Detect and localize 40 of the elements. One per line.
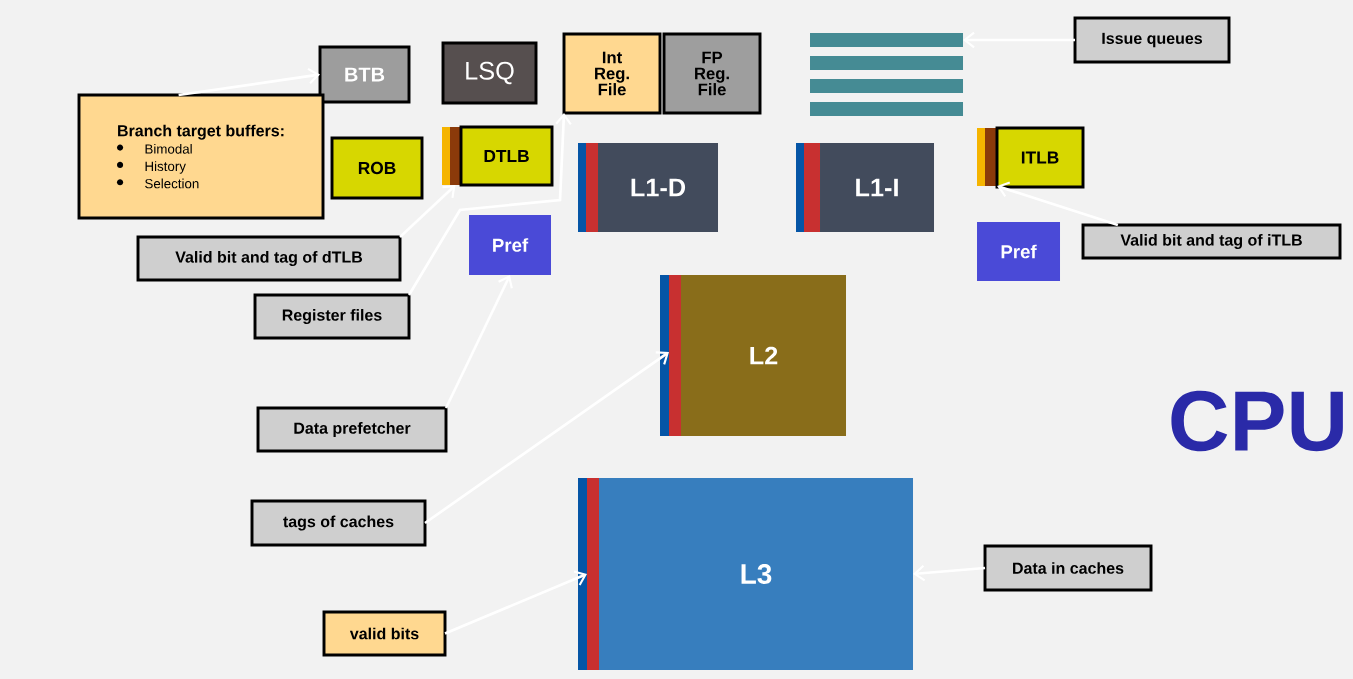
- arrow: [424, 351, 669, 525]
- queue-bar: [810, 102, 963, 116]
- tag-strip: [977, 128, 997, 186]
- tag-strip: [660, 275, 681, 436]
- arrow: [963, 31, 1075, 49]
- register-file-box: Int Reg. File: [562, 32, 662, 115]
- callout-box: Issue queues: [1073, 16, 1231, 64]
- callout-box: Valid bit and tag of iTLB: [1081, 223, 1342, 260]
- cache-box: L2: [681, 275, 846, 436]
- unit-box: DTLB: [459, 125, 554, 187]
- callout-box: Valid bit and tag of dTLB: [136, 235, 402, 282]
- queue-bar: [810, 33, 963, 47]
- prefetcher-box: Pref: [977, 222, 1060, 281]
- callout-box: Branch target buffers: Bimodal History Selection: [77, 93, 325, 220]
- unit-box: BTB: [318, 45, 411, 104]
- callout-box: tags of caches: [250, 499, 427, 547]
- queue-bar: [810, 79, 963, 93]
- callout-box: Register files: [253, 293, 411, 340]
- callout-box: valid bits: [322, 610, 447, 657]
- callout-box: Data prefetcher: [256, 406, 448, 453]
- arrow: [997, 181, 1119, 227]
- unit-box: ITLB: [995, 126, 1085, 189]
- cache-box: L1-I: [796, 143, 934, 232]
- cache-box: L3: [599, 478, 913, 670]
- arrow: [178, 67, 320, 97]
- callout-box: Data in caches: [983, 544, 1153, 592]
- cache-box: L1-D: [578, 143, 718, 232]
- arrow: [407, 113, 572, 296]
- tag-strip: [578, 478, 599, 670]
- unit-box: ROB: [330, 136, 424, 200]
- register-file-box: FP Reg. File: [662, 32, 762, 115]
- unit-box: LSQ: [441, 41, 538, 105]
- arrow: [444, 275, 513, 409]
- tag-strip: [442, 127, 461, 185]
- queue-bar: [810, 56, 963, 70]
- arrow: [399, 185, 456, 238]
- prefetcher-box: Pref: [469, 215, 551, 275]
- cpu-label: CPU: [1171, 390, 1343, 452]
- arrow: [913, 565, 986, 582]
- arrow: [444, 570, 587, 635]
